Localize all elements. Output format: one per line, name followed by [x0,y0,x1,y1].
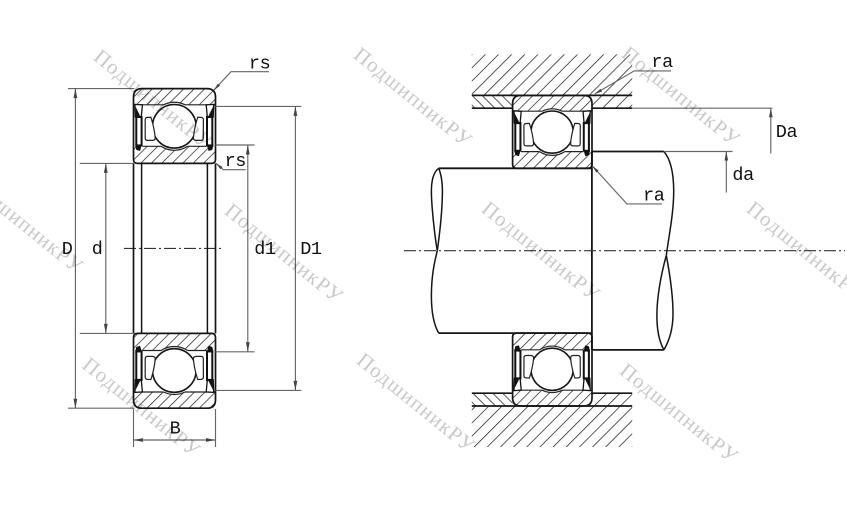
svg-text:D1: D1 [300,239,322,260]
svg-text:D: D [62,239,73,260]
svg-text:ra: ra [651,52,673,73]
svg-text:Da: Da [776,122,798,143]
svg-text:rs: rs [249,53,270,74]
svg-text:d1: d1 [254,239,276,260]
svg-text:d: d [92,239,103,260]
svg-text:da: da [732,165,754,186]
svg-text:B: B [170,418,181,439]
svg-text:ra: ra [643,186,665,207]
svg-text:rs: rs [225,151,246,172]
